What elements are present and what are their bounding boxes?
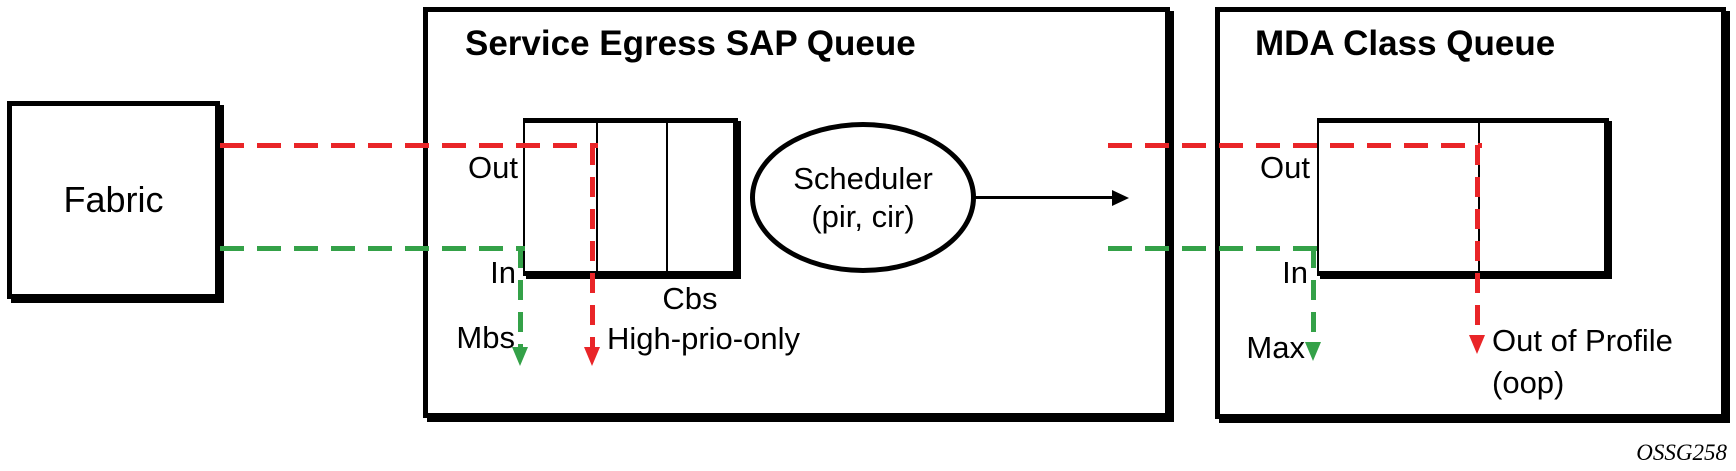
green-down-arrow-icon (512, 347, 528, 366)
green-dashed-line-sap-to-mda (1108, 246, 1320, 251)
red-dashed-drop-mda (1475, 145, 1480, 335)
mda-out-label: Out (1260, 150, 1310, 185)
red-down-arrow-icon (1469, 335, 1485, 354)
sap-buffer-divider-1 (596, 123, 598, 271)
scheduler-ellipse: Scheduler (pir, cir) (750, 122, 976, 273)
mda-oop-label: (oop) (1492, 365, 1565, 400)
sap-out-label: Out (468, 150, 518, 185)
scheduler-name: Scheduler (793, 160, 933, 196)
right-arrow-icon (1112, 190, 1129, 206)
mda-queue-buffer (1317, 118, 1609, 276)
mda-in-label: In (1282, 255, 1308, 290)
mda-max-label: Max (1246, 330, 1305, 365)
sap-queue-buffer (523, 118, 738, 276)
red-dashed-line-fabric-to-sap (220, 143, 598, 148)
sap-in-label: In (490, 255, 516, 290)
green-dashed-drop-sap (518, 248, 523, 347)
scheduler-params: (pir, cir) (811, 198, 915, 234)
fabric-label: Fabric (63, 179, 164, 220)
mda-out-of-profile-label: Out of Profile (1492, 323, 1673, 358)
fabric-box: Fabric (7, 101, 220, 299)
sap-buffer-divider-2 (666, 123, 668, 271)
sap-queue-box (423, 7, 1170, 418)
figure-id: OSSG258 (1636, 440, 1727, 465)
sap-queue-title: Service Egress SAP Queue (465, 24, 916, 63)
green-dashed-drop-mda (1311, 248, 1316, 342)
sap-cbs-label: Cbs (662, 281, 718, 316)
red-down-arrow-icon (584, 347, 600, 366)
green-down-arrow-icon (1305, 342, 1321, 361)
sap-mbs-label: Mbs (456, 320, 515, 355)
mda-queue-title: MDA Class Queue (1255, 24, 1556, 63)
mda-buffer-divider (1478, 123, 1480, 271)
green-dashed-line-fabric-to-sap (220, 246, 525, 251)
scheduler-to-mda-line (973, 196, 1115, 199)
sap-high-prio-only-label: High-prio-only (607, 321, 800, 356)
red-dashed-line-sap-to-mda (1108, 143, 1482, 148)
red-dashed-drop-sap (590, 145, 595, 347)
mda-queue-box (1215, 7, 1726, 419)
